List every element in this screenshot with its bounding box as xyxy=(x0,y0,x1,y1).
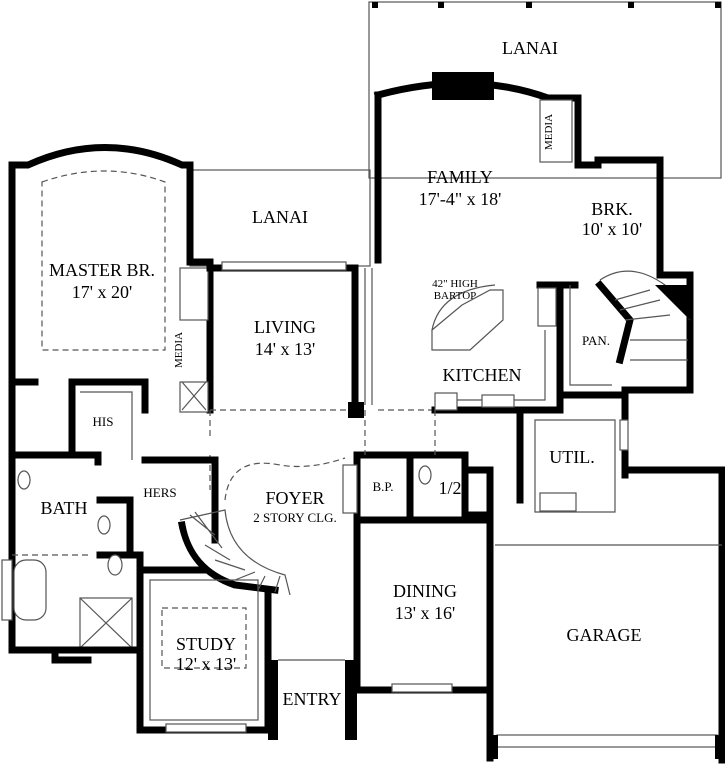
label-family-size: 17'-4" x 18' xyxy=(419,189,502,209)
label-study-size: 12' x 13' xyxy=(176,654,237,674)
sink-icon xyxy=(97,515,111,535)
label-foyer: FOYER xyxy=(265,488,324,508)
label-bp: B.P. xyxy=(373,479,394,494)
label-lanai-side: LANAI xyxy=(252,207,308,227)
bath-walls xyxy=(1,378,219,664)
label-breakfast-size: 10' x 10' xyxy=(582,219,643,239)
label-dining: DINING xyxy=(393,581,457,601)
label-pantry: PAN. xyxy=(582,333,610,348)
label-study: STUDY xyxy=(176,634,236,654)
toilet-icon xyxy=(418,465,432,485)
label-family: FAMILY xyxy=(427,167,493,187)
label-master: MASTER BR. xyxy=(49,260,155,280)
bartop-counter xyxy=(431,289,504,351)
label-bath: BATH xyxy=(40,498,87,518)
label-hers: HERS xyxy=(143,485,176,500)
label-living-size: 14' x 13' xyxy=(255,339,316,359)
toilet-icon xyxy=(107,554,123,576)
kitchen-walls xyxy=(378,281,579,414)
label-his: HIS xyxy=(93,414,114,429)
living-walls xyxy=(206,261,373,418)
label-foyer-note: 2 STORY CLG. xyxy=(253,510,336,525)
label-master-size: 17' x 20' xyxy=(72,282,133,302)
sink-icon xyxy=(17,470,31,490)
label-living: LIVING xyxy=(254,317,316,337)
master-walls xyxy=(8,144,214,654)
family-walls xyxy=(373,72,694,394)
label-bartop-2: BARTOP xyxy=(434,290,477,302)
label-half-bath: 1/2 xyxy=(438,478,461,498)
study-walls xyxy=(136,566,272,734)
label-bartop-1: 42" HIGH xyxy=(432,278,478,290)
label-media-master: MEDIA xyxy=(173,332,185,368)
label-breakfast: BRK. xyxy=(591,199,633,219)
lanai-rear-outline xyxy=(368,1,722,179)
label-garage: GARAGE xyxy=(567,625,642,645)
powder-walls xyxy=(342,410,494,524)
label-entry: ENTRY xyxy=(282,689,341,709)
fireplace-icon xyxy=(432,72,494,100)
label-lanai-rear: LANAI xyxy=(502,38,558,58)
bathtub-icon xyxy=(13,559,47,621)
label-kitchen: KITCHEN xyxy=(443,365,522,385)
garage-walls xyxy=(486,466,725,764)
pantry-stairs xyxy=(569,270,691,386)
utility-walls xyxy=(516,391,629,513)
label-dining-size: 13' x 16' xyxy=(395,603,456,623)
foyer-stairs xyxy=(177,410,357,740)
label-utility: UTIL. xyxy=(549,447,594,467)
label-media-family: MEDIA xyxy=(543,114,555,150)
